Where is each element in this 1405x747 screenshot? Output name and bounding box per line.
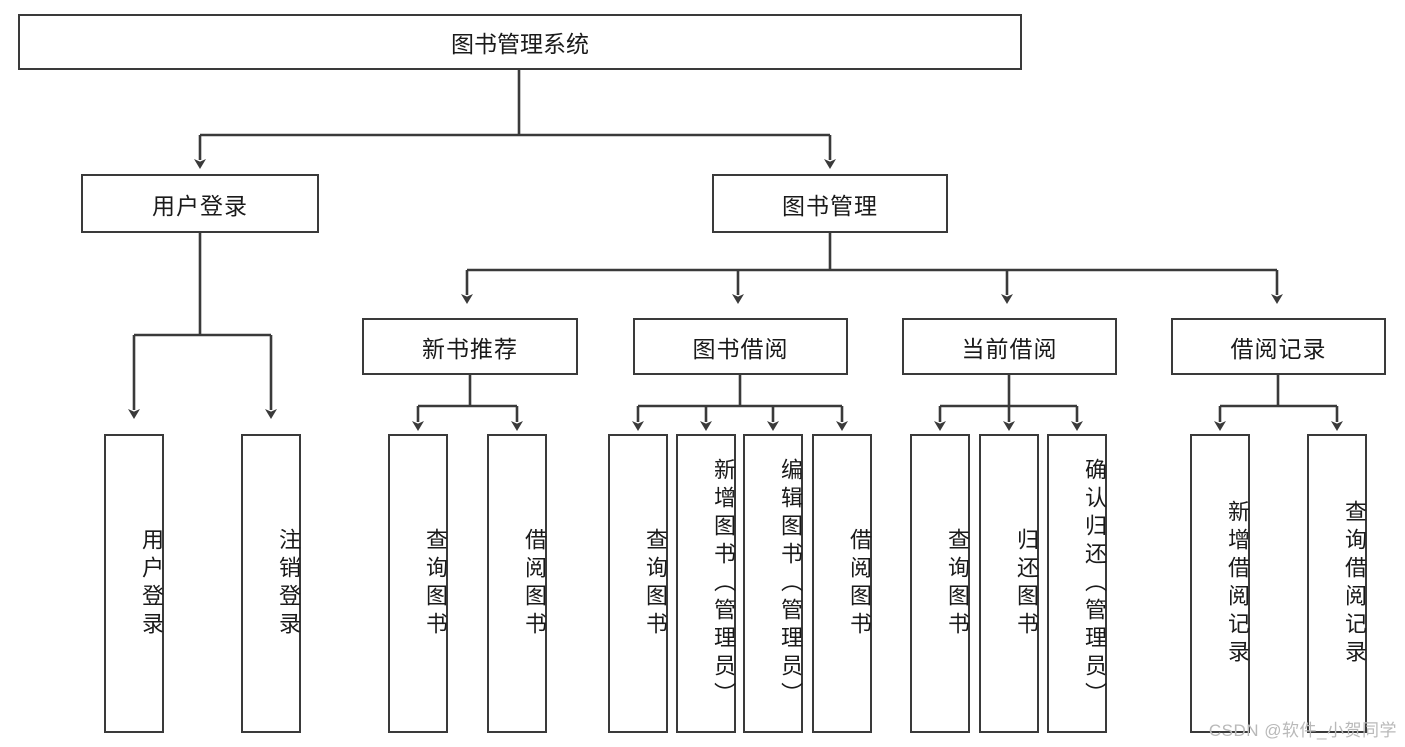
node-leaf-label: 借阅图书: [522, 527, 547, 640]
node-leaf-label: 查询图书: [643, 527, 668, 640]
node-book-management[interactable]: 图书管理: [712, 174, 948, 233]
node-leaf-record-add[interactable]: 新增借阅记录: [1190, 434, 1250, 733]
node-leaf-borrow-query[interactable]: 查询图书: [608, 434, 668, 733]
node-current-borrow-label: 当前借阅: [961, 335, 1058, 362]
node-root-label: 图书管理系统: [451, 31, 589, 57]
node-leaf-user-login-signin[interactable]: 用户登录: [104, 434, 164, 733]
node-leaf-label: 查询图书: [945, 527, 970, 640]
node-leaf-label: 借阅图书: [847, 527, 872, 640]
node-leaf-current-return[interactable]: 归还图书: [979, 434, 1039, 733]
node-leaf-user-login-logout[interactable]: 注销登录: [241, 434, 301, 733]
node-leaf-label: 新增图书（管理员）: [711, 457, 736, 710]
node-leaf-new-book-query[interactable]: 查询图书: [388, 434, 448, 733]
node-leaf-label: 查询借阅记录: [1342, 499, 1367, 668]
node-leaf-label: 确认归还（管理员）: [1082, 457, 1107, 710]
node-leaf-label: 新增借阅记录: [1225, 499, 1250, 668]
node-user-login-label: 用户登录: [152, 192, 248, 219]
node-leaf-label: 归还图书: [1014, 527, 1039, 640]
node-new-book-recommend[interactable]: 新书推荐: [362, 318, 578, 375]
node-leaf-new-book-borrow[interactable]: 借阅图书: [487, 434, 547, 733]
node-borrow-record[interactable]: 借阅记录: [1171, 318, 1386, 375]
node-leaf-label: 编辑图书（管理员）: [778, 457, 803, 710]
node-leaf-label: 用户登录: [139, 527, 164, 640]
node-leaf-label: 注销登录: [276, 527, 301, 640]
node-current-borrow[interactable]: 当前借阅: [902, 318, 1117, 375]
node-user-login[interactable]: 用户登录: [81, 174, 319, 233]
node-leaf-borrow-add-book[interactable]: 新增图书（管理员）: [676, 434, 736, 733]
node-book-borrow-label: 图书借阅: [692, 335, 789, 362]
node-new-book-recommend-label: 新书推荐: [422, 335, 518, 362]
node-book-management-label: 图书管理: [782, 192, 878, 219]
node-leaf-label: 查询图书: [423, 527, 448, 640]
node-leaf-current-query[interactable]: 查询图书: [910, 434, 970, 733]
node-leaf-current-confirm-return[interactable]: 确认归还（管理员）: [1047, 434, 1107, 733]
node-root-system[interactable]: 图书管理系统: [18, 14, 1022, 70]
node-leaf-borrow-borrow-book[interactable]: 借阅图书: [812, 434, 872, 733]
watermark-text: CSDN @软件_小贺同学: [1208, 721, 1397, 740]
node-borrow-record-label: 借阅记录: [1230, 335, 1327, 362]
node-leaf-borrow-edit-book[interactable]: 编辑图书（管理员）: [743, 434, 803, 733]
node-leaf-record-query[interactable]: 查询借阅记录: [1307, 434, 1367, 733]
node-book-borrow[interactable]: 图书借阅: [633, 318, 848, 375]
